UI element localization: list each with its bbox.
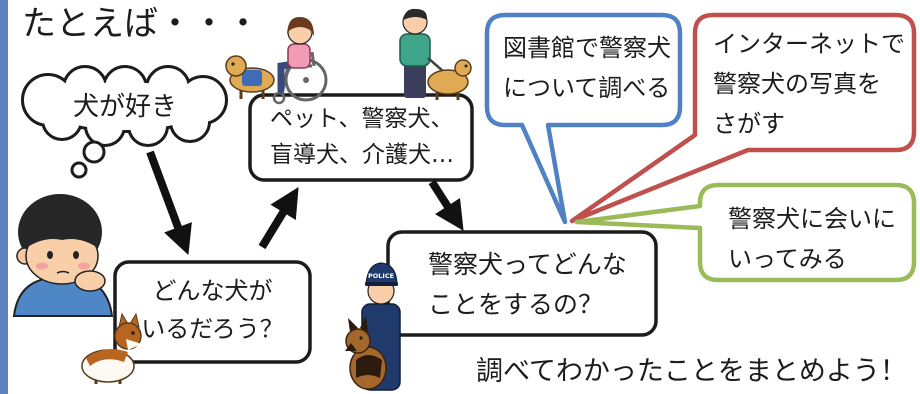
thinking-boy-illustration <box>12 194 114 317</box>
service-dog-head <box>225 55 247 77</box>
girl-hair <box>287 16 314 36</box>
man-shirt <box>399 33 431 67</box>
visit-police-dog-text: 警察犬に会いに いってみる <box>728 199 896 279</box>
police-cap-label: POLICE <box>368 272 394 280</box>
question-box-text: どんな犬が いるだろう？ <box>115 272 310 348</box>
arrow-head <box>435 198 464 231</box>
girl-top <box>287 43 311 69</box>
visit-line: いってみる <box>728 245 847 273</box>
internet-search-bubble <box>569 12 917 224</box>
sheltie-back-coat <box>86 349 128 366</box>
shepherd-saddle <box>356 355 382 378</box>
boy-eye <box>73 251 79 259</box>
arrow-shaft <box>428 179 454 213</box>
man-hair <box>403 8 428 20</box>
library-line: について調べる <box>503 74 671 102</box>
man-pants <box>404 62 426 98</box>
wheelchair-girl-with-service-dog-illustration <box>225 16 328 105</box>
dog-types-line: 盲導犬、介護犬… <box>270 142 454 168</box>
officer-cap-brim <box>365 282 398 286</box>
sheltie-muzzle <box>126 339 142 350</box>
dog-types-box <box>248 93 474 182</box>
arrow-shaft <box>258 206 289 250</box>
police-question-line: 警察犬ってどんな <box>428 250 627 279</box>
thought-cloud-text: 犬が好き <box>72 92 177 122</box>
page-title: たとえば・・・ <box>22 4 260 44</box>
question-line: いるだろう？ <box>141 315 284 343</box>
arrow-shaft <box>146 150 184 233</box>
arrow-dog-types-to-police-question <box>428 179 464 231</box>
sheltie-eye <box>131 331 135 335</box>
man-with-guide-dog-illustration <box>399 8 472 100</box>
thought-cloud <box>21 65 228 147</box>
dog-types-line: ペット、警察犬、 <box>270 106 454 132</box>
boy-eye <box>47 251 53 259</box>
boy-cheek <box>78 262 90 270</box>
shepherd-muzzle <box>345 343 357 351</box>
question-box <box>113 260 312 364</box>
internet-line: 警察犬の写真を <box>713 70 881 98</box>
arrow-head <box>270 187 299 221</box>
internet-line: さがす <box>713 110 785 138</box>
guide-dog-eye <box>464 64 468 68</box>
internet-search-text: インターネットで 警察犬の写真を さがす <box>713 24 905 144</box>
arrow-cloud-to-question <box>146 150 192 256</box>
officer-cap <box>365 262 398 285</box>
visit-police-dog-bubble <box>574 182 917 283</box>
boy-mouth <box>56 270 70 274</box>
visit-line: 警察犬に会いに <box>728 205 896 233</box>
police-officer-with-dog-illustration: POLICE <box>345 262 401 391</box>
police-question-line: ことをするの？ <box>428 290 604 319</box>
guide-dog-harness <box>427 57 445 73</box>
library-research-bubble <box>484 12 683 225</box>
thought-dot-large <box>82 140 106 164</box>
shepherd-ear <box>348 316 368 332</box>
service-dog-vest <box>242 70 262 86</box>
library-line: 図書館で警察犬 <box>503 34 671 62</box>
arrow-question-to-dog-types <box>258 187 299 250</box>
guide-dog-body <box>427 69 469 95</box>
wheelchair-caster <box>272 91 286 105</box>
boy-cheek <box>36 262 48 270</box>
summary-instruction: 調べてわかったことをまとめよう！ <box>476 356 907 387</box>
thought-dot-small <box>70 161 88 179</box>
boy-hand <box>74 270 106 292</box>
police-dog-question-text: 警察犬ってどんな ことをするの？ <box>428 245 627 325</box>
library-research-text: 図書館で警察犬 について調べる <box>503 28 671 108</box>
boy-bangs <box>26 225 98 248</box>
shepherd-eye <box>359 336 363 340</box>
sheltie-dog-illustration <box>81 312 142 384</box>
wheelchair-hub <box>303 77 309 83</box>
cloud-fill <box>24 68 225 144</box>
question-line: どんな犬が <box>152 277 273 305</box>
cloud-core-fill <box>47 82 203 130</box>
internet-line: インターネットで <box>713 30 905 58</box>
guide-dog-head <box>454 59 472 77</box>
service-dog-eye <box>231 62 235 66</box>
side-accent-bar <box>0 0 8 394</box>
arrow-head <box>164 222 192 256</box>
dog-types-box-text: ペット、警察犬、 盲導犬、介護犬… <box>270 101 454 173</box>
